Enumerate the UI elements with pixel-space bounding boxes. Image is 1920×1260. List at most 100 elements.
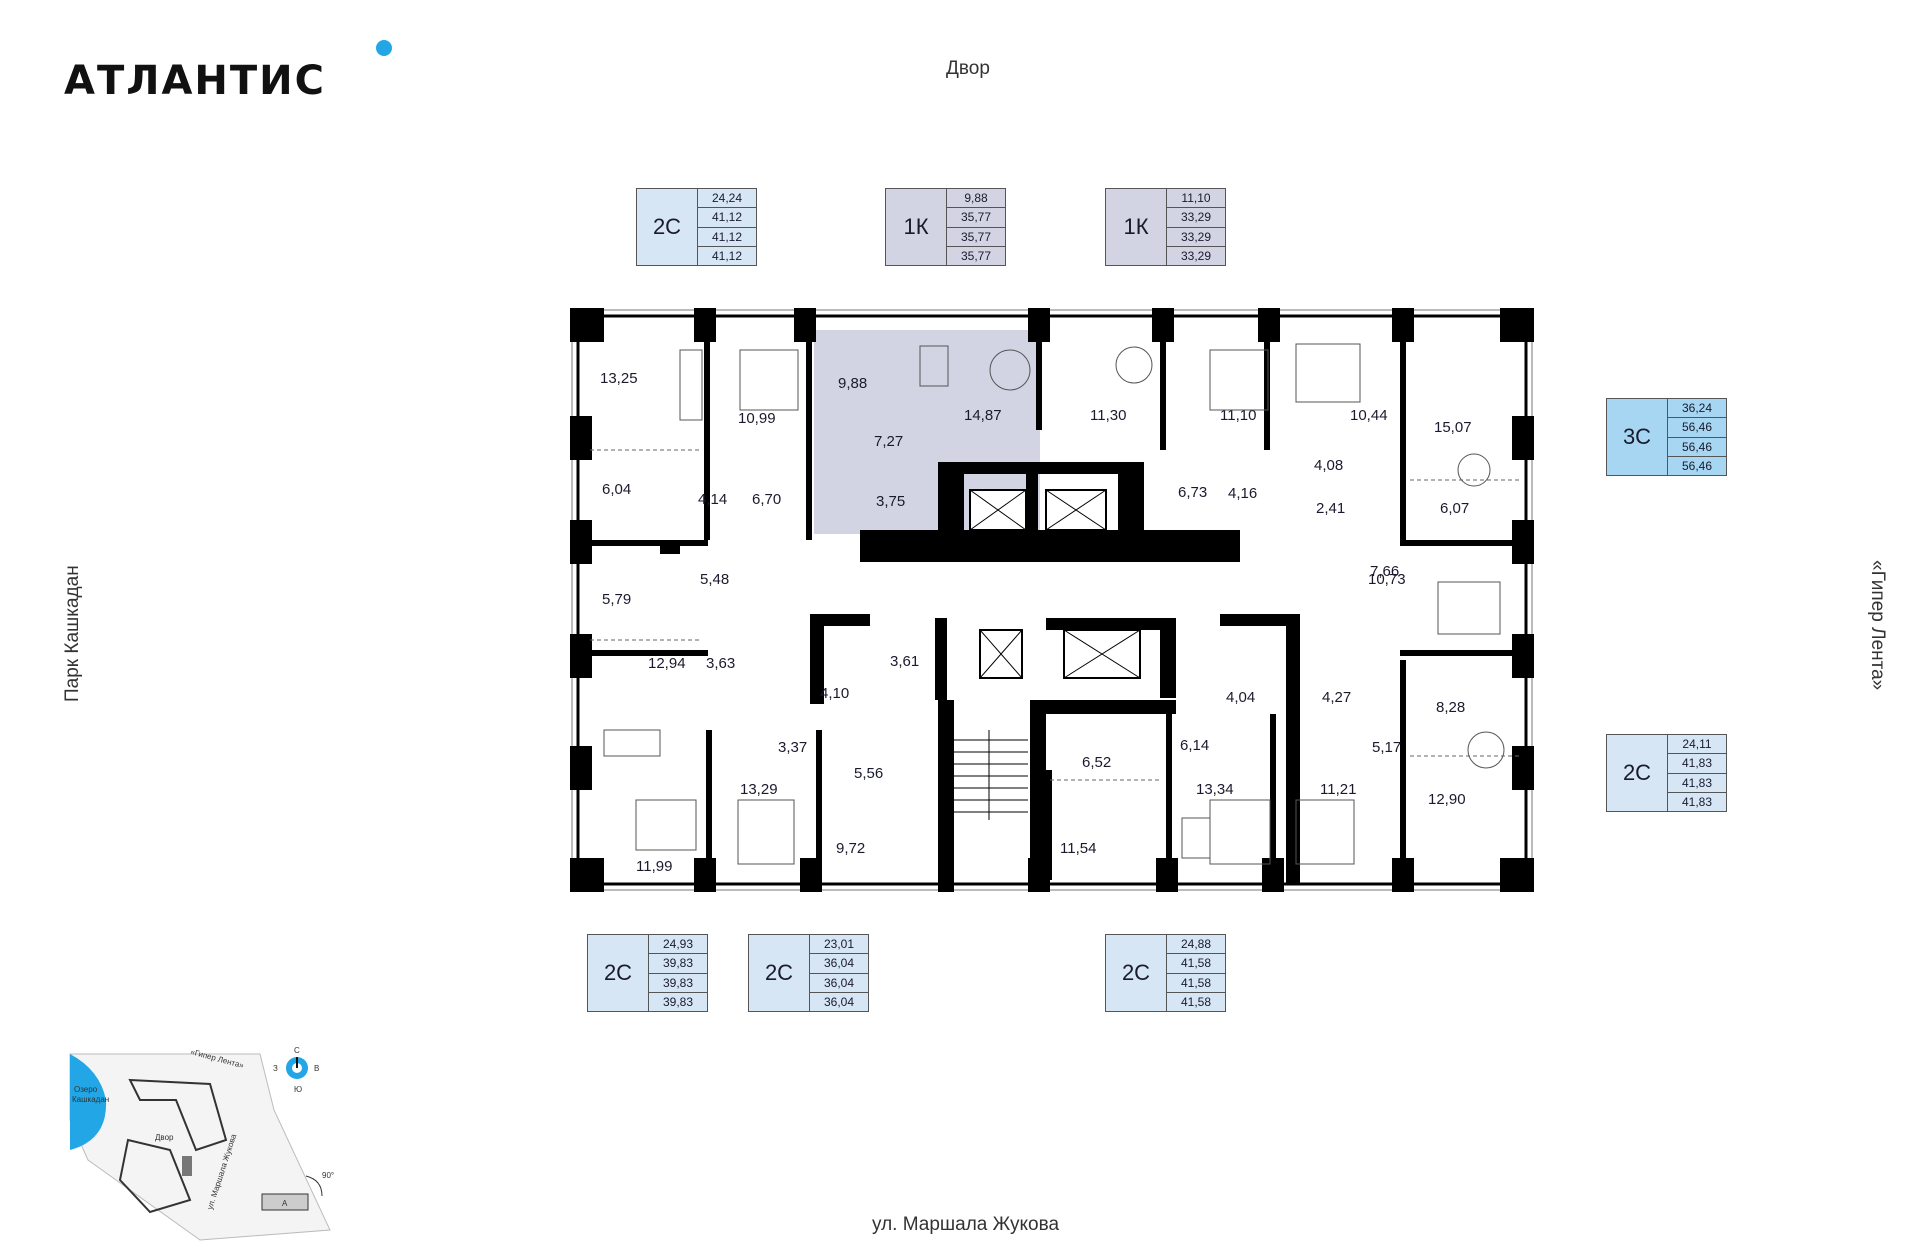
- room-area: 10,99: [738, 410, 776, 427]
- partitions: [578, 330, 1526, 884]
- legend-type: 2С: [1607, 735, 1668, 811]
- legend-value: 41,12: [698, 228, 756, 247]
- room-area: 13,34: [1196, 781, 1234, 798]
- room-area: 3,63: [706, 655, 735, 672]
- room-area: 10,73: [1368, 571, 1406, 588]
- room-area: 6,70: [752, 491, 781, 508]
- room-area: 11,21: [1320, 781, 1356, 798]
- legend-value: 41,83: [1681, 794, 1713, 809]
- room-area: 4,14: [698, 491, 727, 508]
- legend-type: 2С: [637, 189, 698, 265]
- legend-value: 24,11: [1668, 735, 1726, 755]
- legend-value: 41,58: [1180, 994, 1212, 1009]
- room-area: 5,17: [1372, 739, 1401, 756]
- legend-type: 2С: [749, 935, 810, 1011]
- room-area: 4,08: [1314, 457, 1343, 474]
- legend-value: 41,83: [1668, 774, 1726, 793]
- compass-south: Ю: [294, 1085, 302, 1094]
- legend-value: 24,88: [1167, 935, 1225, 955]
- logo-dot-icon: [376, 40, 392, 56]
- legend-value: 56,46: [1668, 418, 1726, 438]
- section-label: А: [282, 1199, 288, 1208]
- label-bottom-street: ул. Маршала Жукова: [872, 1214, 1060, 1235]
- room-area: 6,14: [1180, 737, 1209, 754]
- columns: [570, 308, 1534, 892]
- site-inset-map: Озеро Кашкадан «Гипер Лента» Двор ул. Ма…: [69, 1046, 334, 1241]
- room-area: 7,27: [874, 433, 903, 450]
- room-area: 4,04: [1226, 689, 1255, 706]
- room-area: 11,54: [1060, 840, 1096, 857]
- label-top-yard: Двор: [946, 58, 990, 79]
- legend-value: 35,77: [960, 248, 992, 263]
- elevators: [969, 489, 1141, 679]
- legend-value: 35,77: [947, 208, 1005, 228]
- room-area: 14,87: [964, 407, 1002, 424]
- room-area: 3,75: [876, 493, 905, 510]
- room-area: 4,10: [820, 685, 849, 702]
- brand-logo: АТЛАНТИС: [64, 58, 327, 104]
- legend-value: 24,93: [649, 935, 707, 955]
- room-area: 5,79: [602, 591, 631, 608]
- furniture: [603, 343, 1505, 865]
- legend-value: 39,83: [662, 994, 694, 1009]
- elevator-crosses: [969, 489, 1141, 679]
- room-area: 11,30: [1090, 407, 1126, 424]
- legend-type: 2С: [1106, 935, 1167, 1011]
- legend-value: 9,88: [947, 189, 1005, 209]
- lake-shape: [70, 1054, 107, 1150]
- rotation-label: 90°: [322, 1171, 334, 1180]
- legend-type: 1К: [1106, 189, 1167, 265]
- room-area: 11,10: [1220, 407, 1256, 424]
- legend-value: 39,83: [649, 974, 707, 993]
- room-area: 4,16: [1228, 485, 1257, 502]
- legend-value: 41,83: [1668, 754, 1726, 774]
- legend-value: 41,12: [711, 248, 743, 263]
- legend-value: 36,04: [810, 954, 868, 974]
- legend-value: 35,77: [947, 228, 1005, 247]
- legend-value: 33,29: [1180, 248, 1212, 263]
- legend-value: 33,29: [1167, 228, 1225, 247]
- room-area: 3,37: [778, 739, 807, 756]
- room-area: 6,04: [602, 481, 631, 498]
- yard-label: Двор: [155, 1133, 174, 1142]
- room-area: 9,88: [838, 375, 867, 392]
- lake-label: Кашкадан: [72, 1095, 109, 1104]
- legend-value: 36,04: [823, 994, 855, 1009]
- legend-value: 39,83: [649, 954, 707, 974]
- room-area: 6,52: [1082, 754, 1111, 771]
- room-area: 12,90: [1428, 791, 1466, 808]
- legend-value: 41,58: [1167, 954, 1225, 974]
- compass-east: В: [314, 1064, 319, 1073]
- room-area: 15,07: [1434, 419, 1472, 436]
- legend-value: 36,24: [1668, 399, 1726, 419]
- room-area: 8,28: [1436, 699, 1465, 716]
- room-area: 5,48: [700, 571, 729, 588]
- room-area: 13,25: [600, 370, 638, 387]
- compass-west: З: [273, 1064, 278, 1073]
- legend-type: 1К: [886, 189, 947, 265]
- staircase: [950, 730, 1028, 820]
- room-area: 9,72: [836, 840, 865, 857]
- legend-value: 23,01: [810, 935, 868, 955]
- room-area: 4,27: [1322, 689, 1351, 706]
- room-area: 5,56: [854, 765, 883, 782]
- room-area: 6,07: [1440, 500, 1469, 517]
- legend-value: 24,24: [698, 189, 756, 209]
- legend-value: 41,58: [1167, 974, 1225, 993]
- compass-north: С: [294, 1046, 300, 1055]
- section-marker: [261, 1193, 309, 1211]
- legend-value: 56,46: [1668, 438, 1726, 457]
- room-area: 7,66: [1370, 563, 1399, 580]
- room-labels: 13,25 10,99 9,88 14,87 11,30 11,10 10,44…: [600, 370, 1472, 875]
- room-area: 13,29: [740, 781, 778, 798]
- legend-type: 3С: [1607, 399, 1668, 475]
